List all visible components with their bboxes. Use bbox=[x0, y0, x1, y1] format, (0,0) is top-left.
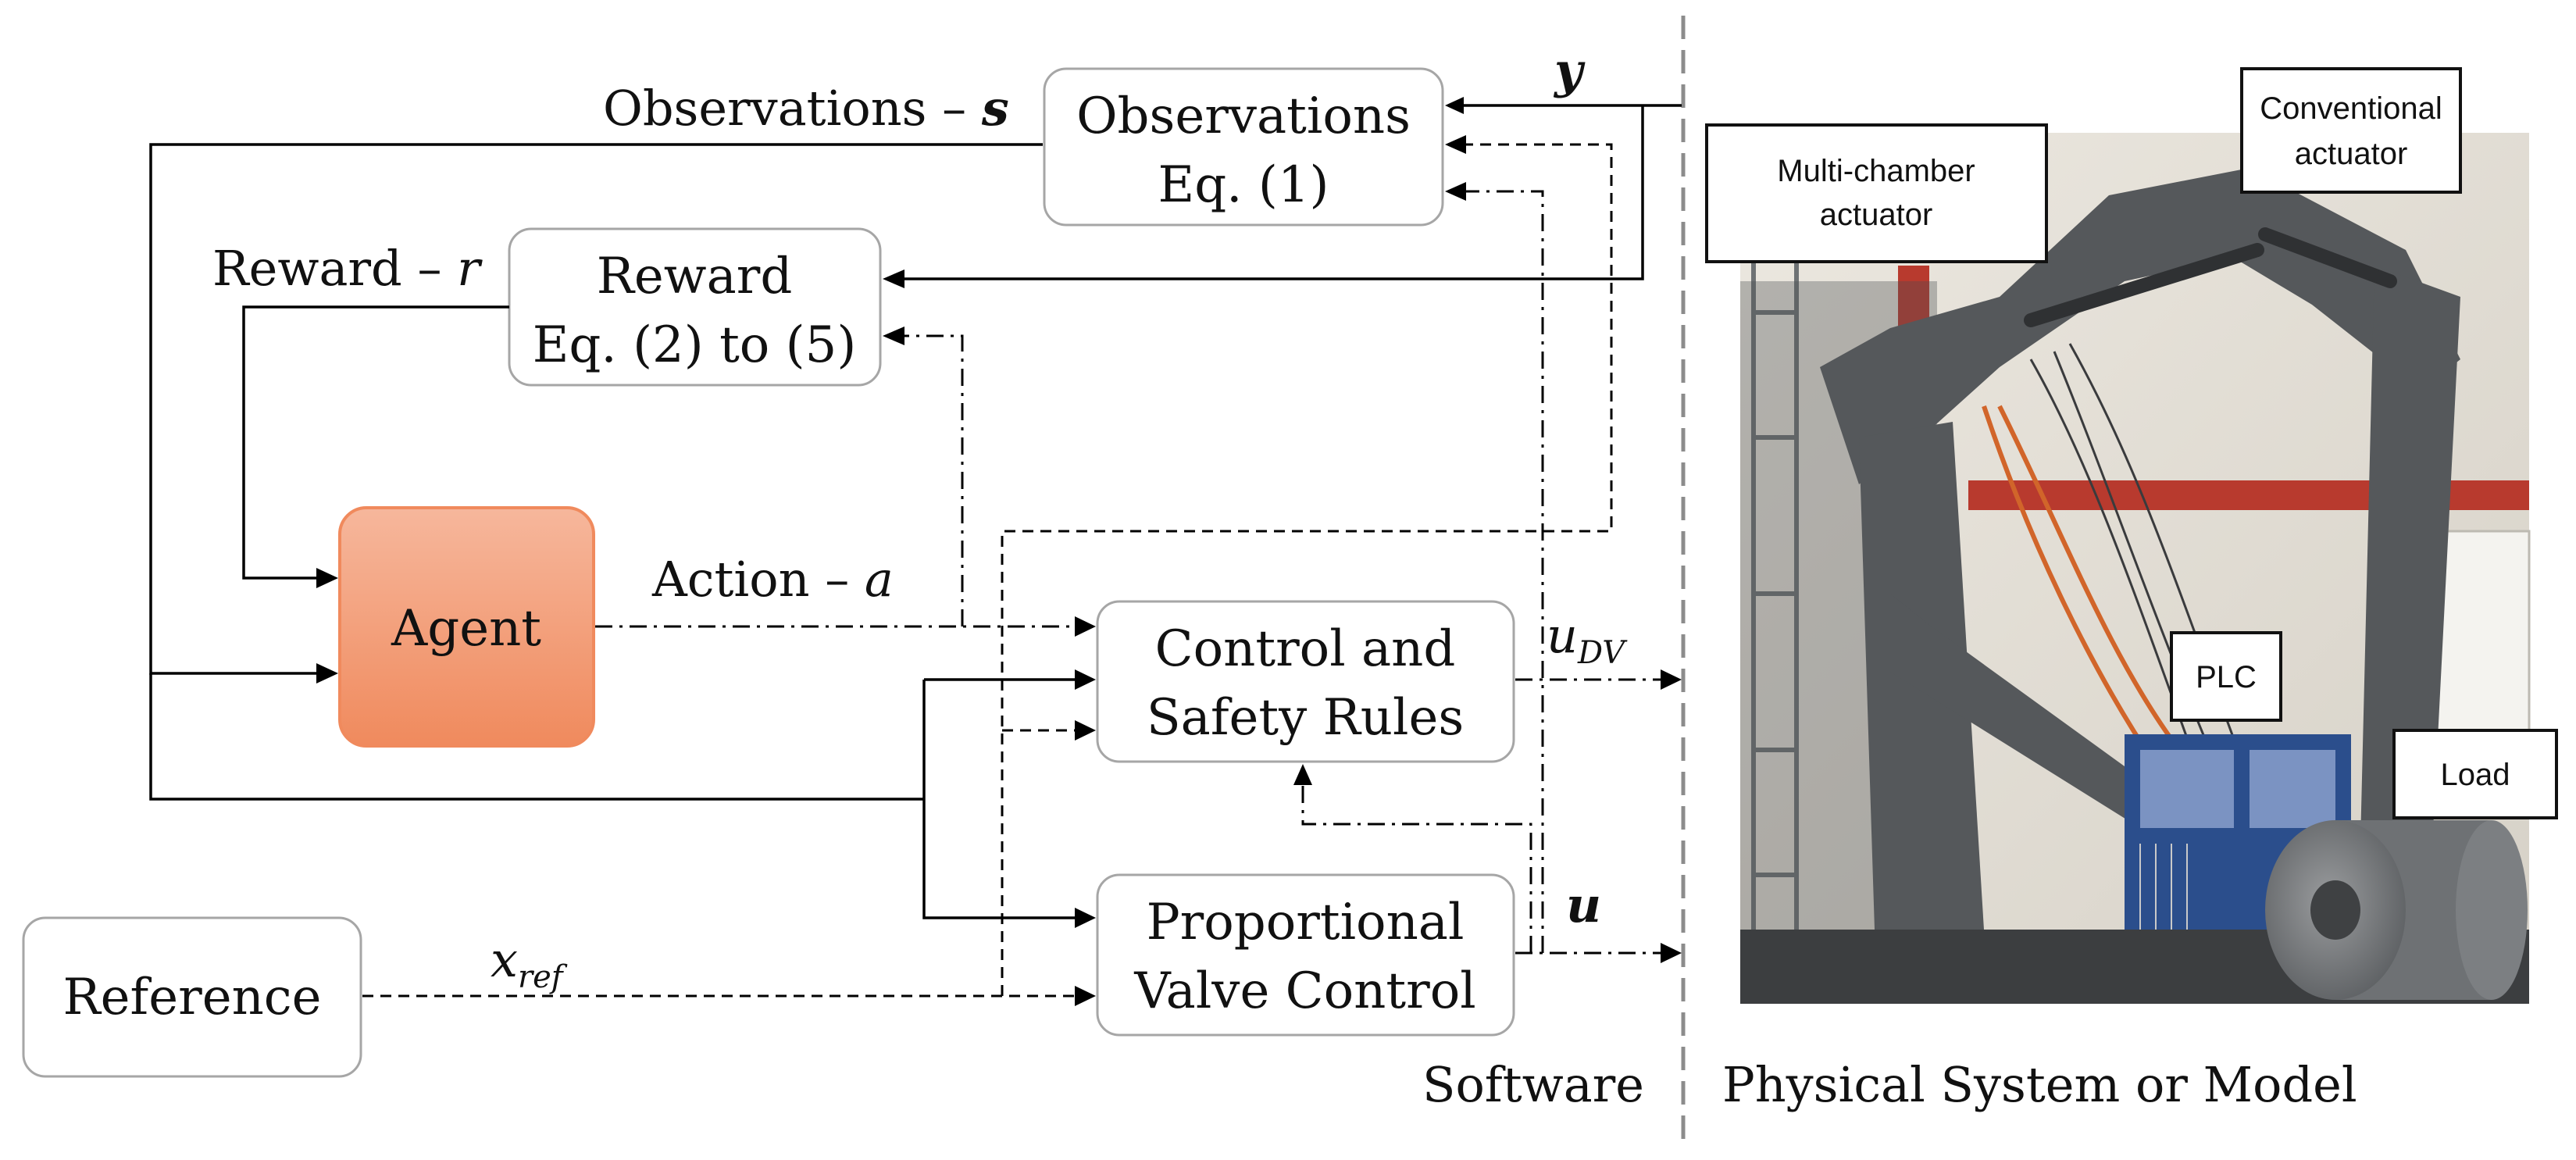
action-a-arrowhead bbox=[1075, 616, 1096, 637]
control-safety-line2: Safety Rules bbox=[1147, 689, 1464, 747]
reward-block: Reward Eq. (2) to (5) bbox=[508, 227, 882, 387]
control-safety-box bbox=[1096, 600, 1515, 763]
valve-control-box bbox=[1096, 873, 1515, 1037]
s-to-valve-line bbox=[922, 680, 1078, 919]
s-to-valve-arrowhead bbox=[1075, 908, 1096, 928]
observations-equation: Eq. (1) bbox=[1158, 156, 1329, 214]
physical-region-label: Physical System or Model bbox=[1722, 1056, 2357, 1113]
callout-conventional-line2: actuator bbox=[2295, 137, 2408, 171]
u-signal-label: u bbox=[1566, 876, 1601, 933]
x-ref-to-control-arrowhead bbox=[1075, 720, 1096, 741]
x-ref-to-observations-arrowhead bbox=[1445, 135, 1466, 154]
reward-signal-label: Reward – r bbox=[212, 240, 483, 297]
observations-title: Observations bbox=[1076, 87, 1411, 145]
x-ref-arrowhead bbox=[1075, 986, 1096, 1006]
agent-label: Agent bbox=[391, 600, 541, 658]
reference-box bbox=[22, 916, 362, 1078]
callout-multi-chamber: Multi-chamber actuator bbox=[1705, 123, 2048, 263]
y-to-reward-line bbox=[902, 105, 1644, 280]
action-signal-label: Action – a bbox=[651, 551, 894, 608]
reward-r-line bbox=[242, 305, 509, 580]
agent-box bbox=[338, 506, 595, 748]
observations-block: Observations Eq. (1) bbox=[1043, 67, 1444, 227]
observations-signal-label: Observations – s bbox=[603, 80, 1009, 137]
valve-control-line2: Valve Control bbox=[1133, 962, 1475, 1020]
reward-title: Reward bbox=[597, 248, 793, 305]
y-to-observations-arrowhead bbox=[1445, 97, 1464, 114]
u-dv-arrowhead bbox=[1661, 669, 1682, 690]
agent-block: Agent bbox=[338, 506, 595, 748]
valve-control-line1: Proportional bbox=[1147, 894, 1465, 951]
observations-s-line bbox=[149, 143, 1043, 675]
callout-plc: PLC bbox=[2170, 631, 2282, 722]
connectors bbox=[149, 97, 1682, 1006]
reward-r-arrowhead bbox=[316, 568, 338, 588]
u-to-observations-arrowhead bbox=[1445, 182, 1466, 201]
control-safety-line1: Control and bbox=[1155, 620, 1456, 678]
control-safety-block: Control and Safety Rules bbox=[1096, 600, 1515, 763]
observations-box bbox=[1043, 67, 1444, 227]
x-ref-to-observations-line bbox=[1001, 143, 1613, 996]
s-to-control-arrowhead bbox=[1075, 669, 1096, 690]
reference-label: Reference bbox=[62, 969, 321, 1026]
u-arrowhead bbox=[1661, 943, 1682, 963]
reward-equation: Eq. (2) to (5) bbox=[533, 316, 857, 374]
u-feedback-line bbox=[1301, 785, 1532, 953]
load-drum bbox=[2265, 820, 2528, 1000]
callout-multi-chamber-line1: Multi-chamber bbox=[1777, 154, 1975, 188]
reference-block: Reference bbox=[22, 916, 362, 1078]
u-to-observations-line bbox=[1465, 190, 1544, 953]
callout-plc-label: PLC bbox=[2196, 660, 2257, 694]
valve-control-block: Proportional Valve Control bbox=[1096, 873, 1515, 1037]
y-to-reward-arrowhead bbox=[883, 269, 904, 288]
callout-conventional: Conventional actuator bbox=[2240, 67, 2462, 194]
action-to-reward-line bbox=[902, 334, 964, 626]
callout-multi-chamber-line2: actuator bbox=[1820, 198, 1933, 232]
callout-conventional-line1: Conventional bbox=[2260, 91, 2442, 126]
action-to-reward-arrowhead bbox=[883, 327, 904, 345]
observations-s-arrowhead bbox=[316, 663, 338, 684]
s-branch-line bbox=[149, 673, 924, 801]
physical-system-photo bbox=[1740, 133, 2531, 1004]
u-feedback-arrowhead bbox=[1293, 764, 1312, 785]
callout-load: Load bbox=[2392, 729, 2558, 819]
u-dv-signal-label: uDV bbox=[1547, 607, 1628, 671]
x-ref-signal-label: xref bbox=[491, 931, 568, 995]
callout-load-label: Load bbox=[2441, 758, 2510, 792]
software-region-label: Software bbox=[1422, 1056, 1644, 1113]
y-signal-label: y bbox=[1553, 42, 1586, 99]
